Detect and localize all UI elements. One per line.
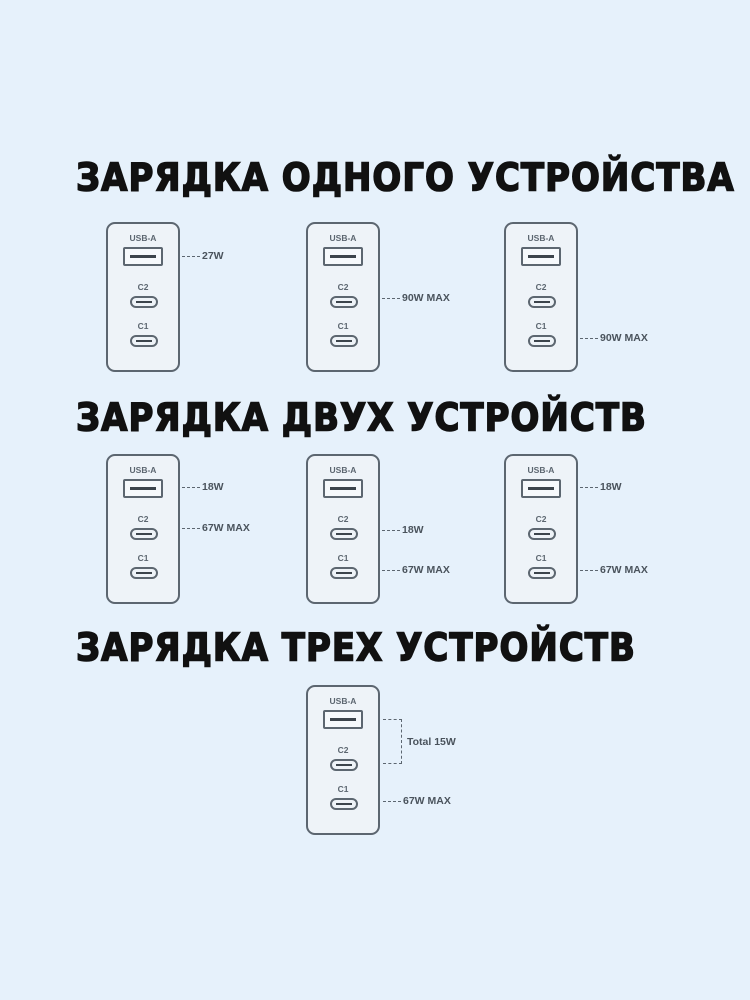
charger-diagram: USB-A C2 C1 (504, 454, 578, 604)
port-label-c2: C2 (137, 282, 149, 292)
output-value: 27W (202, 250, 224, 262)
port-label-c1: C1 (337, 784, 349, 794)
port-label-usba: USB-A (527, 465, 555, 475)
port-label-c2: C2 (337, 514, 349, 524)
output-value: Total 15W (407, 736, 456, 748)
dashed-leader-line (580, 569, 598, 571)
usb-a-port-icon (323, 479, 363, 498)
port-label-c1: C1 (137, 321, 149, 331)
charger-diagram: USB-A C2 C1 (306, 454, 380, 604)
charger-diagram: USB-A C2 C1 (106, 222, 180, 372)
output-callout: 90W MAX (382, 292, 450, 304)
usb-c-port-icon (528, 296, 556, 308)
usb-c-port-icon (130, 296, 158, 308)
usb-c-port-icon (130, 528, 158, 540)
usb-c-port-icon (330, 296, 358, 308)
usb-a-port-icon (323, 247, 363, 266)
usb-c-port-icon (330, 759, 358, 771)
output-value: 18W (402, 524, 424, 536)
port-label-c2: C2 (337, 745, 349, 755)
usb-a-port-icon (323, 710, 363, 729)
charger-diagram: USB-A C2 C1 (504, 222, 578, 372)
usb-c-port-icon (528, 335, 556, 347)
dashed-leader-line (382, 569, 400, 571)
output-callout: 90W MAX (580, 332, 648, 344)
output-value: 67W MAX (403, 795, 451, 807)
usb-a-port-icon (123, 247, 163, 266)
usb-a-port-icon (521, 247, 561, 266)
usb-c-port-icon (330, 798, 358, 810)
port-label-usba: USB-A (329, 233, 357, 243)
port-label-usba: USB-A (329, 696, 357, 706)
output-callout: 18W (182, 481, 224, 493)
dashed-bracket (383, 719, 402, 764)
output-value: 67W MAX (600, 564, 648, 576)
charger-diagram: USB-A C2 C1 (306, 685, 380, 835)
heading-two-devices: ЗАРЯДКА ДВУХ УСТРОЙСТВ (75, 395, 647, 441)
dashed-leader-line (182, 527, 200, 529)
charger-diagram: USB-A C2 C1 (306, 222, 380, 372)
port-label-c1: C1 (137, 553, 149, 563)
port-label-usba: USB-A (129, 233, 157, 243)
output-callout: 18W (580, 481, 622, 493)
port-label-c2: C2 (535, 514, 547, 524)
usb-c-port-icon (528, 528, 556, 540)
output-callout: 27W (182, 250, 224, 262)
dashed-leader-line (182, 255, 200, 257)
port-label-usba: USB-A (527, 233, 555, 243)
output-value: 90W MAX (402, 292, 450, 304)
usb-c-port-icon (130, 335, 158, 347)
dashed-leader-line (382, 297, 400, 299)
charger-diagram: USB-A C2 C1 (106, 454, 180, 604)
port-label-c2: C2 (137, 514, 149, 524)
usb-c-port-icon (330, 567, 358, 579)
port-label-c1: C1 (337, 321, 349, 331)
dashed-leader-line (580, 337, 598, 339)
usb-c-port-icon (330, 335, 358, 347)
port-label-usba: USB-A (329, 465, 357, 475)
output-callout: 67W MAX (382, 564, 450, 576)
output-callout: 18W (382, 524, 424, 536)
port-label-c1: C1 (535, 553, 547, 563)
heading-three-devices: ЗАРЯДКА ТРЕХ УСТРОЙСТВ (75, 625, 636, 671)
output-callout: 67W MAX (383, 795, 451, 807)
dashed-leader-line (580, 486, 598, 488)
usb-c-port-icon (130, 567, 158, 579)
output-callout: 67W MAX (580, 564, 648, 576)
usb-c-port-icon (528, 567, 556, 579)
heading-single-device: ЗАРЯДКА ОДНОГО УСТРОЙСТВА (75, 155, 735, 201)
port-label-c2: C2 (337, 282, 349, 292)
port-label-c1: C1 (535, 321, 547, 331)
output-value: 67W MAX (202, 522, 250, 534)
usb-a-port-icon (521, 479, 561, 498)
output-callout: Total 15W (407, 736, 456, 748)
dashed-leader-line (383, 800, 401, 802)
output-callout: 67W MAX (182, 522, 250, 534)
dashed-leader-line (382, 529, 400, 531)
port-label-c2: C2 (535, 282, 547, 292)
port-label-usba: USB-A (129, 465, 157, 475)
port-label-c1: C1 (337, 553, 349, 563)
output-value: 67W MAX (402, 564, 450, 576)
output-value: 18W (600, 481, 622, 493)
usb-a-port-icon (123, 479, 163, 498)
output-value: 18W (202, 481, 224, 493)
usb-c-port-icon (330, 528, 358, 540)
output-value: 90W MAX (600, 332, 648, 344)
dashed-leader-line (182, 486, 200, 488)
